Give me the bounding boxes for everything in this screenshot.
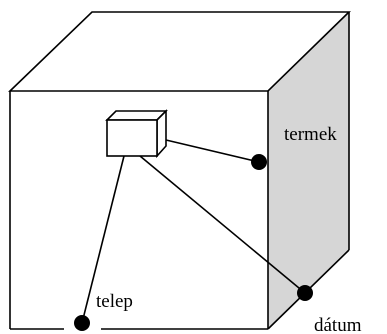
small-cube-front-face xyxy=(106,119,158,157)
small-cube xyxy=(105,109,168,159)
termek-dot xyxy=(251,154,267,170)
cube-side-face xyxy=(268,12,349,329)
telep-dot xyxy=(74,315,90,331)
line-to-datum xyxy=(139,155,306,294)
line-to-telep xyxy=(81,155,125,324)
line-to-termek xyxy=(165,139,260,163)
telep-label: telep xyxy=(96,291,133,312)
connection-lines xyxy=(81,139,306,324)
small-cube-top-face xyxy=(105,110,168,121)
datum-dot xyxy=(297,285,313,301)
small-cube-side-face xyxy=(156,109,167,159)
termek-label: termek xyxy=(284,124,337,145)
datum-label: dátum xyxy=(314,315,362,334)
